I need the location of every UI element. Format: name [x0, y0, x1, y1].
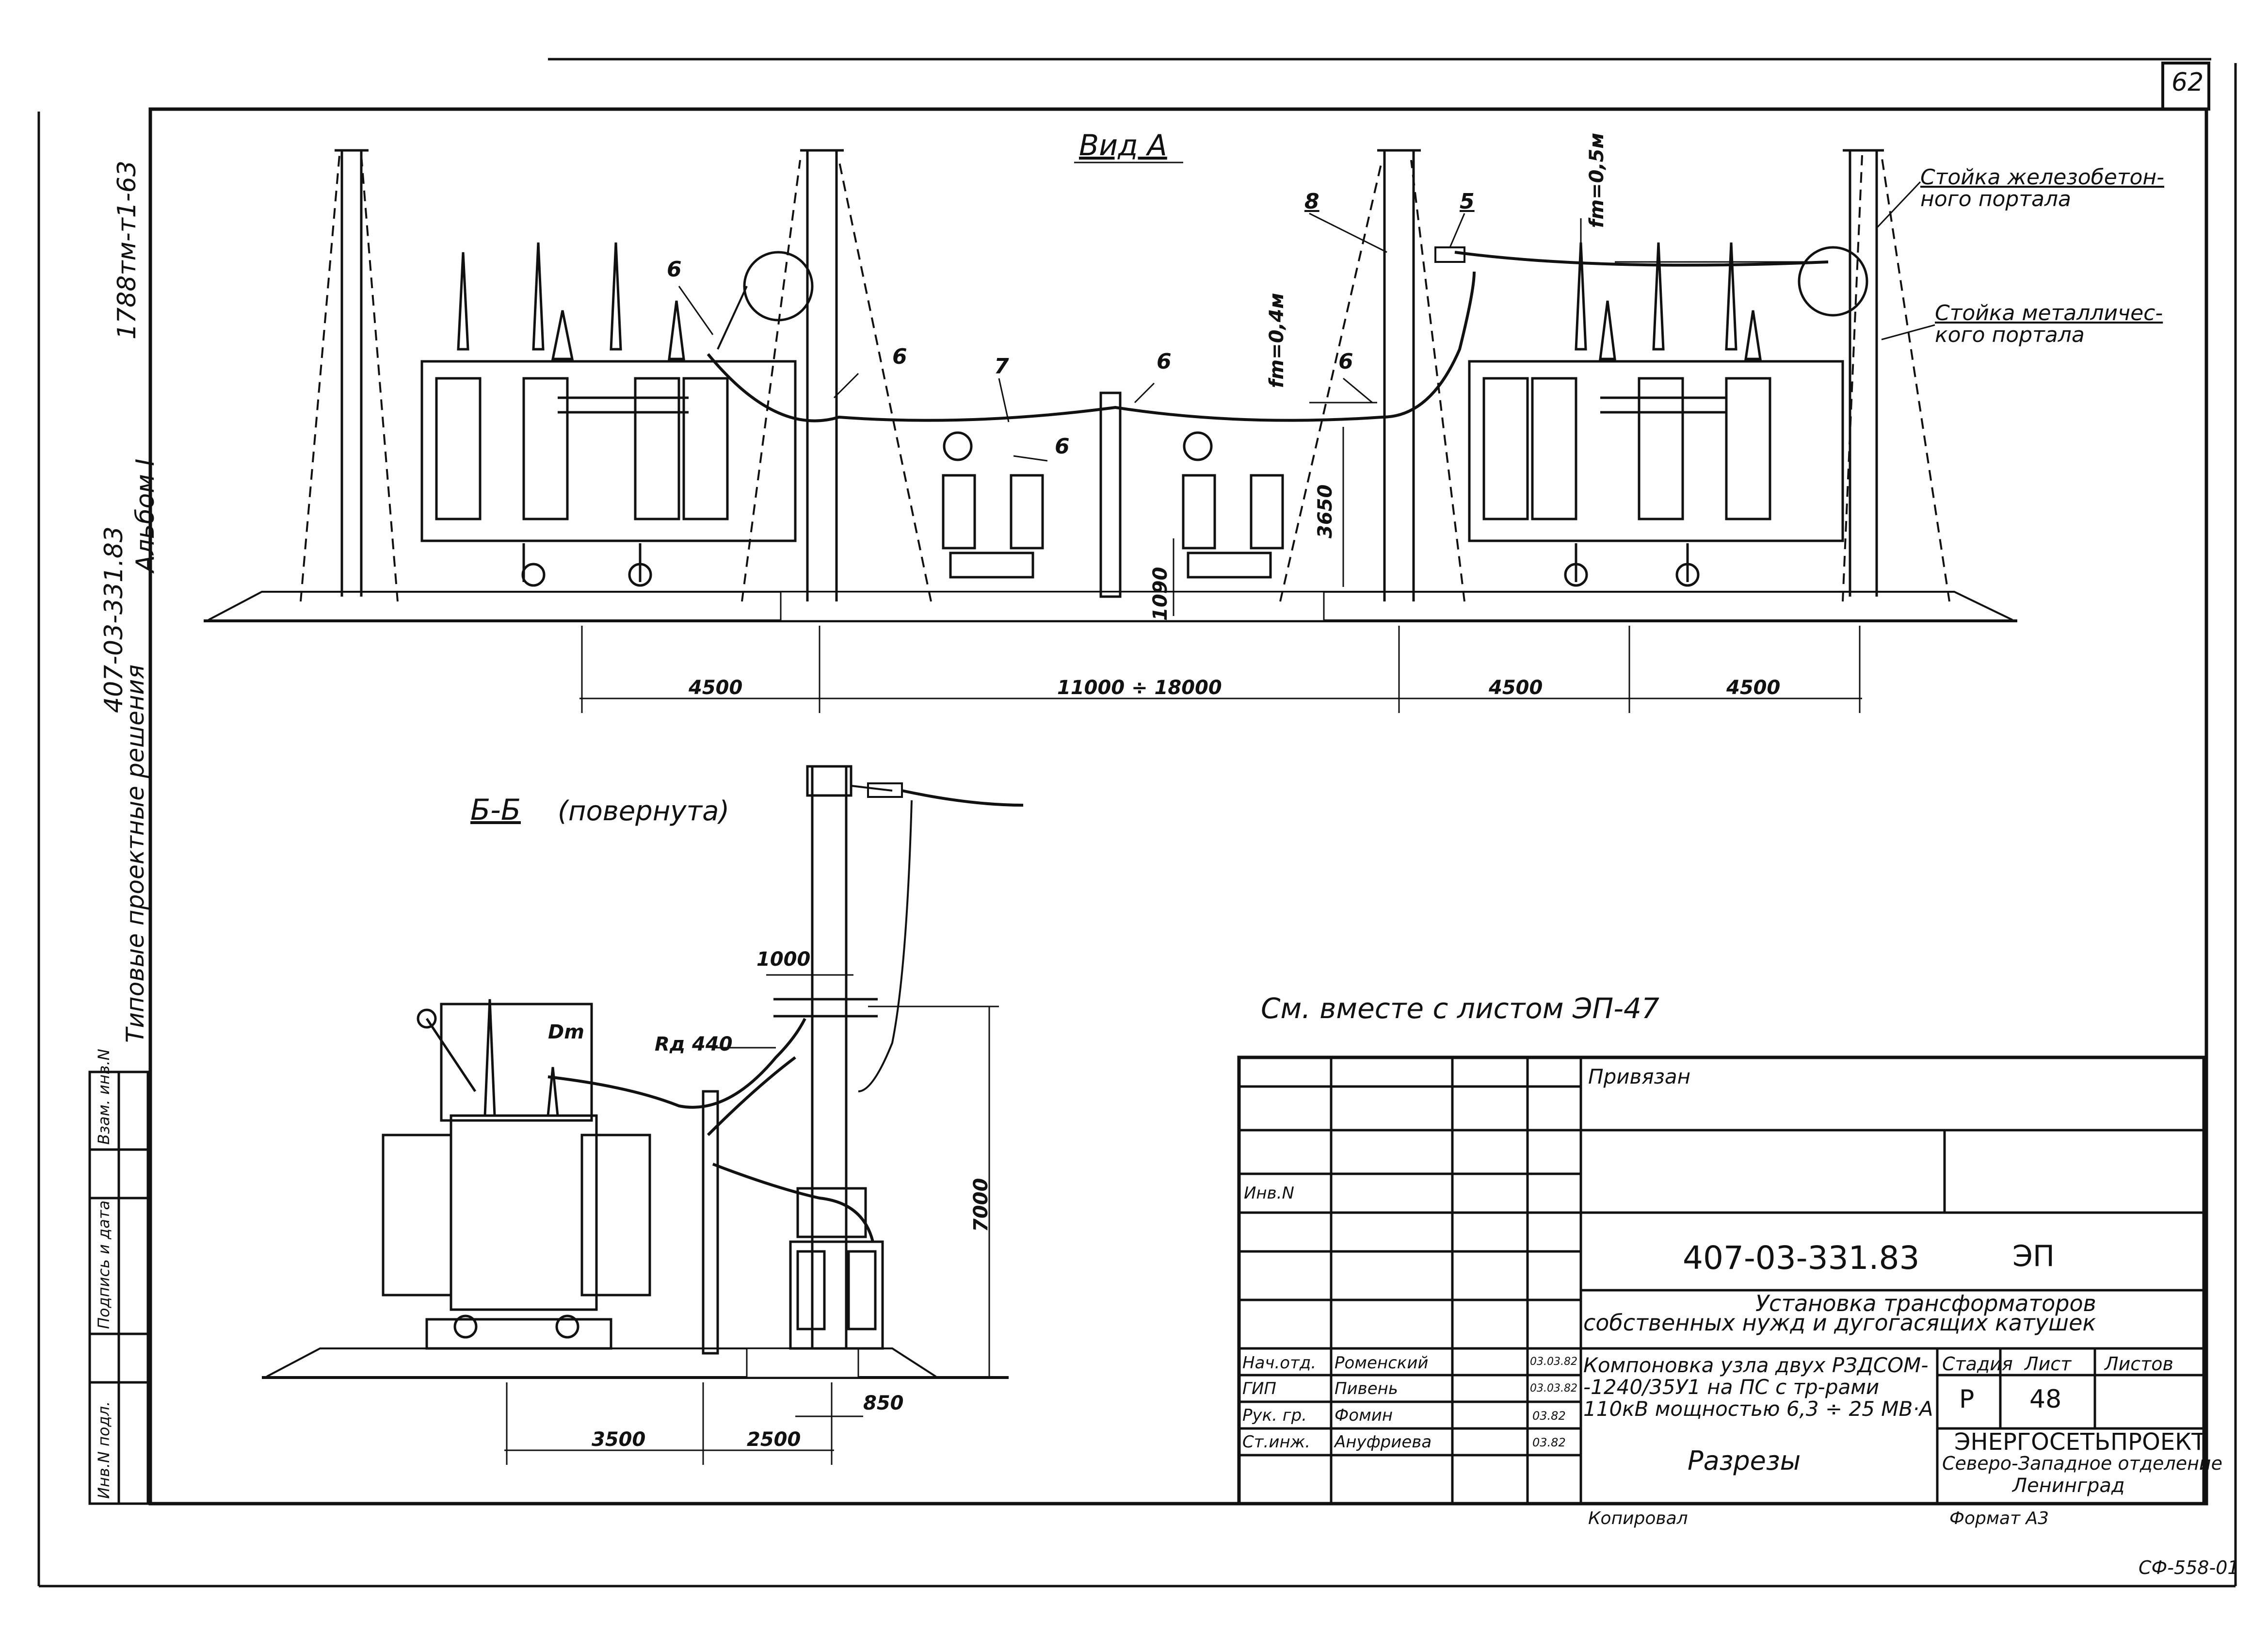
callout-6: 6	[667, 257, 682, 282]
tb-name-1: Роменский	[1335, 1353, 1429, 1373]
tb-role-4: Ст.инж.	[1242, 1432, 1311, 1452]
dim-1000: 1000	[756, 948, 811, 971]
radius-440: Rд 440	[655, 1033, 733, 1055]
dim-3650: 3650	[1314, 484, 1336, 538]
rc-portal-stand	[335, 149, 1884, 601]
dim-1090: 1090	[1149, 567, 1172, 621]
tb-name-4: Ануфриева	[1335, 1432, 1432, 1452]
format-a3: Формат А3	[1949, 1508, 2049, 1528]
tb-head-sheet: Лист	[2025, 1353, 2072, 1375]
overhead-wires	[707, 246, 1829, 422]
right-transformer	[1468, 242, 1868, 587]
dim-7000: 7000	[970, 1178, 992, 1232]
bb-wires	[547, 782, 1024, 1242]
section-bb-drawing	[262, 765, 1024, 1465]
tb-desc-line2: -1240/35У1 на ПС с тр-рами	[1583, 1375, 1880, 1399]
callout-7: 7	[994, 354, 1009, 379]
note-rc-portal-line2: ного портала	[1920, 187, 2072, 211]
left-transformer	[420, 242, 814, 587]
tb-role-3: Рук. гр.	[1242, 1406, 1307, 1425]
tb-name-2: Пивень	[1335, 1379, 1398, 1398]
album-title: Альбом I	[131, 458, 160, 572]
tb-title-line1: Установка трансформаторов	[1755, 1290, 2096, 1316]
sag-fm-05: fm=0,5м	[1586, 132, 1608, 228]
copied-by: Копировал	[1588, 1508, 1688, 1528]
tb-org-name: ЭНЕРГОСЕТЬПРОЕКТ	[1954, 1428, 2206, 1456]
stamp-cell-replaced-inv: Взам. инв.N	[95, 1049, 113, 1145]
bb-portal-post	[702, 765, 884, 1355]
tb-bound: Привязан	[1588, 1065, 1691, 1088]
tb-inv-no: Инв.N	[1244, 1184, 1294, 1203]
sheet-frame	[37, 58, 2237, 1588]
tb-date-3: 03.82	[1532, 1409, 1566, 1423]
note-metal-portal-line2: кого портала	[1935, 323, 2085, 347]
dim-4500-c: 4500	[1726, 677, 1781, 699]
callout-leaders	[678, 181, 1935, 462]
album-code: 1788тм-т1-63	[113, 161, 142, 340]
series-title: Типовые проектные решения	[121, 664, 149, 1043]
tb-name-3: Фомин	[1335, 1406, 1393, 1425]
stamp-cell-inv-orig: Инв.N подл.	[95, 1401, 113, 1499]
dim-2500: 2500	[747, 1428, 801, 1451]
tb-date-4: 03.82	[1532, 1436, 1566, 1449]
callout-6: 6	[1157, 349, 1172, 374]
bb-transformer	[382, 999, 651, 1350]
dim-11000-18000: 11000 ÷ 18000	[1057, 677, 1222, 699]
sag-fm-04: fm=0,4м	[1266, 292, 1288, 388]
tb-head-stage: Стадия	[1942, 1353, 2013, 1375]
callout-6: 6	[892, 344, 907, 369]
tb-date-2: 03.03.82	[1530, 1382, 1577, 1395]
callout-6: 6	[1338, 349, 1353, 374]
tb-desc-line3: 110кВ мощностью 6,3 ÷ 25 МВ·А	[1583, 1397, 1933, 1421]
dim-4500-b: 4500	[1489, 677, 1543, 699]
tb-org-city: Ленинград	[2012, 1475, 2125, 1497]
title-block-grid	[1237, 1055, 2206, 1506]
section-bb-title: Б-Б	[470, 793, 521, 827]
note-rc-portal-line1: Стойка железобетон-	[1920, 165, 2165, 190]
page-number: 62	[2171, 68, 2204, 97]
tb-org-branch: Северо-Западное отделение	[1942, 1453, 2222, 1474]
section-bb-subtitle: (повернута)	[558, 795, 730, 827]
arc-suppression-coils	[942, 391, 1284, 598]
tb-doc-code: 407-03-331.83	[1683, 1239, 1920, 1277]
left-stamp-strip	[88, 1070, 149, 1505]
stamp-code: СФ-558-01	[2139, 1557, 2239, 1578]
dim-3500: 3500	[592, 1428, 646, 1451]
tb-doc-mark: ЭП	[2012, 1239, 2055, 1273]
tb-sheet-no: 48	[2029, 1385, 2062, 1414]
dim-4500-a: 4500	[689, 677, 743, 699]
stamp-cell-sign-date: Подпись и дата	[95, 1200, 113, 1329]
callout-5: 5	[1460, 189, 1475, 214]
callout-6: 6	[1055, 434, 1070, 459]
see-also-note: См. вместе с листом ЭП-47	[1261, 992, 1659, 1025]
label-dm: Dm	[548, 1021, 584, 1043]
tb-role-1: Нач.отд.	[1242, 1353, 1317, 1373]
metal-portal	[300, 155, 1950, 602]
tb-sheet-title: Разрезы	[1688, 1445, 1801, 1476]
tb-role-2: ГИП	[1242, 1379, 1276, 1398]
tb-date-1: 03.03.82	[1530, 1356, 1577, 1368]
view-a-dimension-lines	[579, 162, 1862, 713]
tb-title-line2: собственных нужд и дугогасящих катушек	[1583, 1310, 2096, 1336]
tb-head-sheets: Листов	[2105, 1353, 2173, 1375]
view-a-drawing	[204, 149, 2017, 713]
tb-stage: Р	[1959, 1385, 1975, 1414]
callout-8: 8	[1304, 189, 1319, 214]
dim-850: 850	[863, 1392, 904, 1414]
note-metal-portal-line1: Стойка металличес-	[1935, 301, 2163, 325]
bb-dimension-lines	[504, 974, 999, 1465]
tb-desc-line1: Компоновка узла двух РЗДСОМ-	[1583, 1353, 1929, 1377]
view-a-title: Вид А	[1079, 129, 1167, 162]
